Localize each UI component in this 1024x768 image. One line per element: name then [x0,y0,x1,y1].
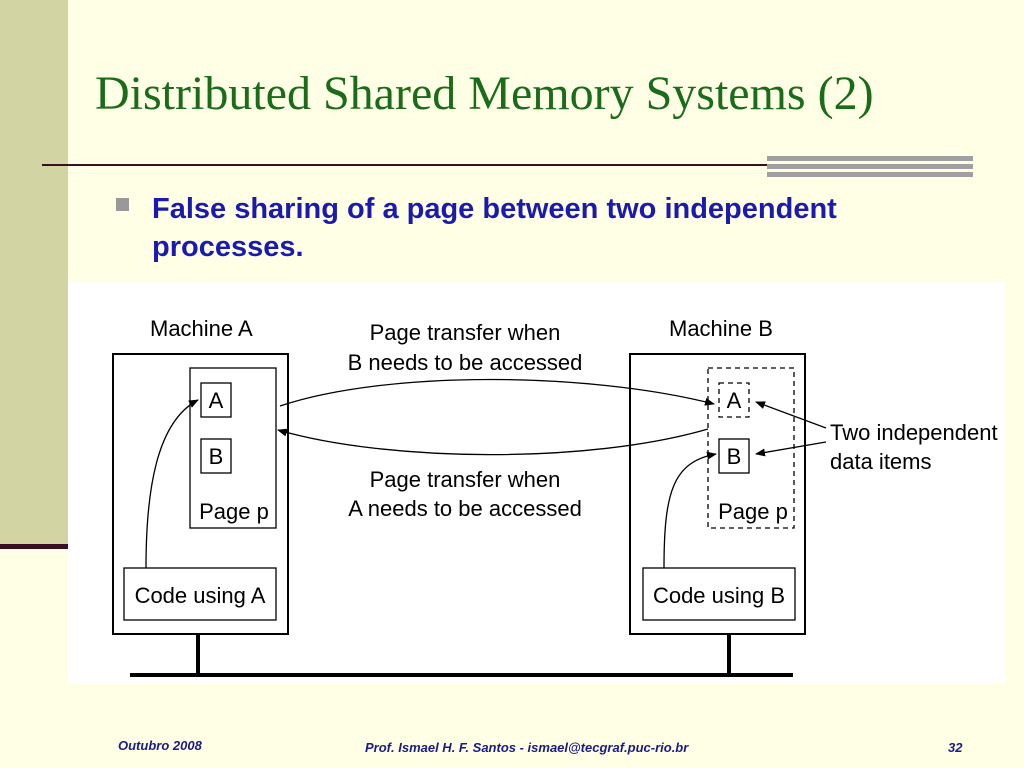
title-underline [42,164,972,166]
machine-b-item-a-box [718,382,750,418]
machine-b-box [629,353,806,635]
machine-b-page-label: Page p [718,499,788,524]
slide-title: Distributed Shared Memory Systems (2) [95,67,874,120]
machine-b-label: Machine B [669,316,773,341]
machine-b-item-b-box [718,438,750,474]
machine-a-item-a-box [200,382,232,418]
machine-b-item-b-label: B [727,444,742,469]
machine-a-page-label: Page p [199,499,269,524]
machine-a-page-box [189,367,277,529]
left-decor-band [0,0,68,545]
transfer-arrow-b-to-a [277,428,709,456]
machine-b-code-label: Code using B [653,583,785,608]
machine-a-item-b-label: B [209,444,224,469]
independent-items-line1: Two independent [830,420,998,445]
bullet-marker [116,198,129,211]
title-decor-bars [767,156,973,180]
transfer-top-line1: Page transfer when [370,320,561,345]
footer-date: Outubro 2008 [118,738,202,753]
machine-a-item-a-label: A [209,388,224,413]
machine-a-box [112,353,289,635]
machine-a-code-box [123,567,277,621]
machine-a-item-b-box [200,438,232,474]
machine-a-code-arrow [145,399,199,569]
independent-items-line2: data items [830,449,932,474]
machine-b-code-arrow [663,451,717,569]
dsm-diagram: Machine A A B Page p Code using A Machin… [68,282,1006,684]
transfer-arrow-a-to-b [279,378,715,407]
machine-b-item-a-label: A [727,388,742,413]
machine-b-code-box [642,567,796,621]
footer-page-number: 32 [948,740,963,755]
footer-author: Prof. Ismael H. F. Santos - ismael@tecgr… [365,740,689,755]
bullet-text: False sharing of a page between two inde… [152,193,837,263]
independent-arrow-a [755,401,827,429]
transfer-bottom-line2: A needs to be accessed [348,496,582,521]
machine-a-label: Machine A [150,316,253,341]
transfer-bottom-line1: Page transfer when [370,467,561,492]
transfer-top-line2: B needs to be accessed [348,350,583,375]
machine-a-code-label: Code using A [135,583,266,608]
independent-arrow-b [755,441,827,457]
left-decor-line [0,544,68,549]
